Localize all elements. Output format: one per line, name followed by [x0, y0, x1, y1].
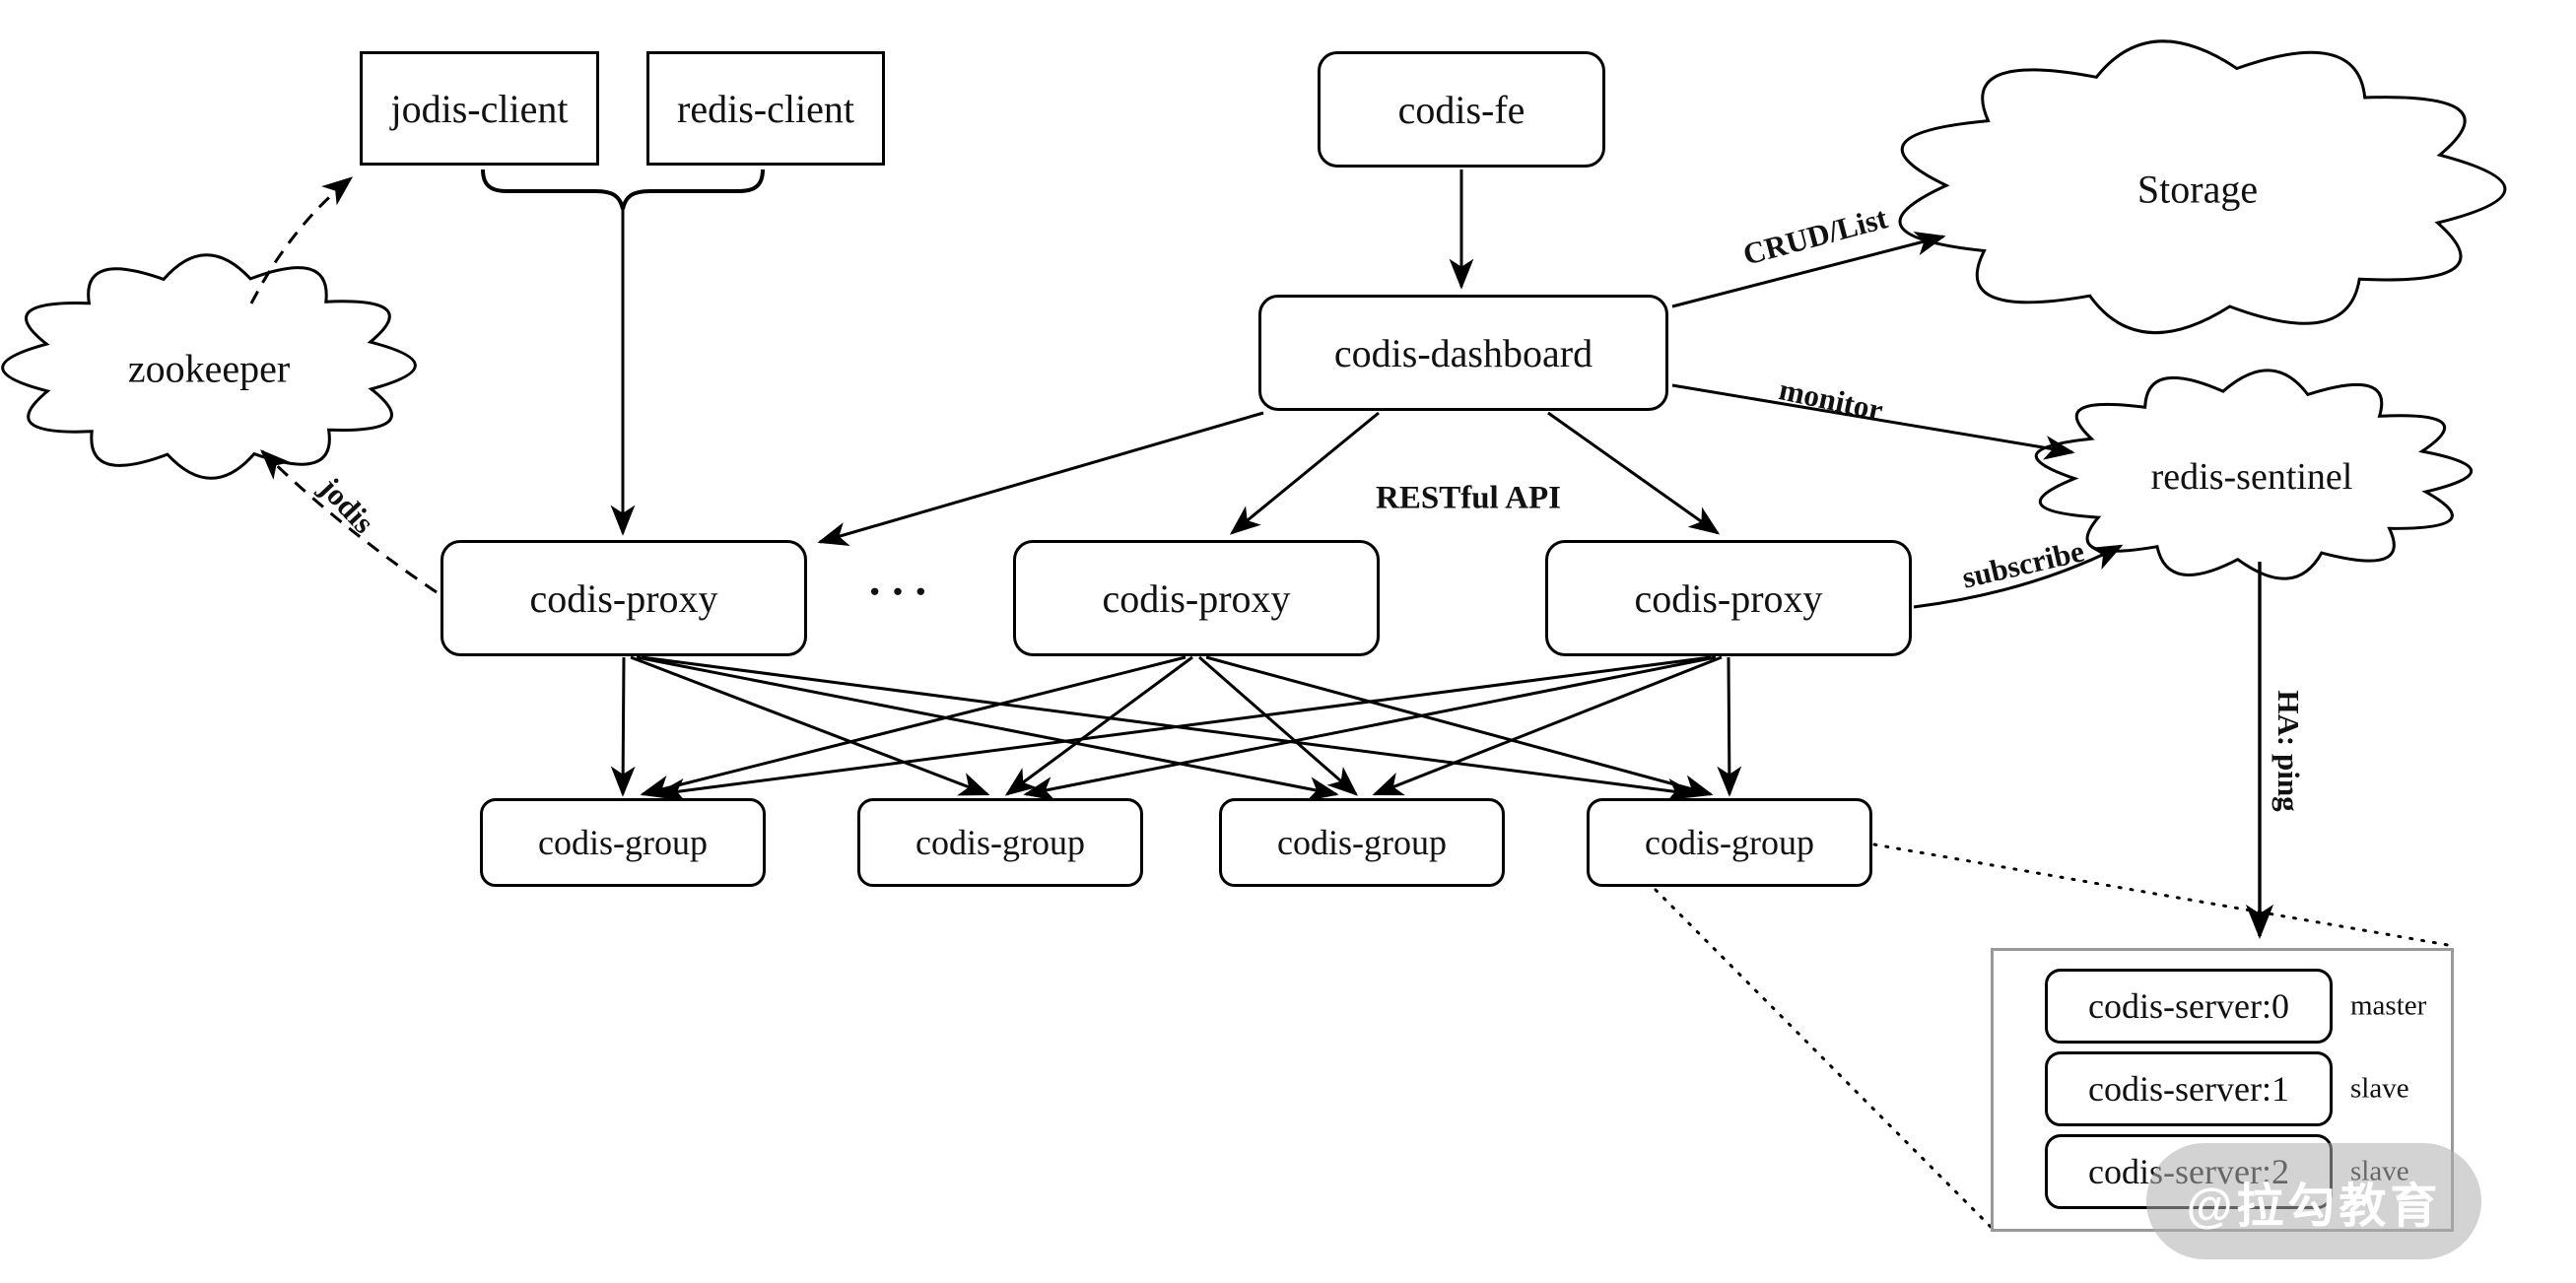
cloud-label-storage: Storage [2136, 167, 2259, 212]
node-codis-proxy-3: codis-proxy [1545, 540, 1912, 656]
edge-dashboard-to-sentinel [1671, 383, 2075, 460]
node-redis-client: redis-client [646, 51, 885, 166]
role-label-slave-1: slave [2350, 1072, 2409, 1105]
storage-cloud [1898, 39, 2507, 335]
node-codis-fe: codis-fe [1318, 51, 1605, 168]
zookeeper-cloud [1, 253, 417, 480]
edge-proxy3-subscribe-sentinel [1913, 544, 2124, 609]
proxy-group-mesh-edges [610, 655, 1742, 803]
edge-proxy1-jodis-zookeeper [260, 449, 438, 594]
edge-label-ha-ping: HA: ping [2271, 690, 2306, 812]
node-codis-dashboard: codis-dashboard [1258, 295, 1668, 411]
dotted-group4-to-serverbox-top [1872, 843, 2450, 947]
node-codis-proxy-1: codis-proxy [441, 540, 807, 656]
node-codis-server-0: codis-server:0 [2045, 969, 2333, 1044]
node-codis-proxy-2: codis-proxy [1013, 540, 1380, 656]
node-jodis-client: jodis-client [360, 51, 599, 166]
cloud-shapes [1, 39, 2507, 580]
node-codis-server-1: codis-server:1 [2045, 1051, 2333, 1126]
watermark-badge: @拉勾教育 [2146, 1143, 2481, 1259]
redis-sentinel-cloud [2035, 369, 2474, 580]
node-codis-group-4: codis-group [1587, 798, 1872, 887]
edge-dashboard-to-proxy1 [817, 411, 1264, 547]
clients-brace [481, 169, 765, 210]
proxy-ellipsis: ··· [866, 566, 937, 617]
node-codis-group-2: codis-group [857, 798, 1143, 887]
cloud-label-zookeeper: zookeeper [127, 346, 291, 391]
dotted-group4-to-serverbox-bottom [1654, 888, 1993, 1229]
role-label-master: master [2350, 989, 2427, 1022]
node-codis-group-1: codis-group [480, 798, 766, 887]
edge-dashboard-to-proxy3 [1547, 411, 1721, 535]
edge-dashboard-to-storage [1671, 232, 1946, 308]
edge-zookeeper-to-jodis-client [249, 176, 354, 304]
node-codis-group-3: codis-group [1219, 798, 1505, 887]
edge-label-restful-api: RESTful API [1376, 480, 1561, 516]
cloud-label-redis-sentinel: redis-sentinel [2150, 456, 2353, 498]
edge-dashboard-to-proxy2 [1229, 411, 1380, 535]
